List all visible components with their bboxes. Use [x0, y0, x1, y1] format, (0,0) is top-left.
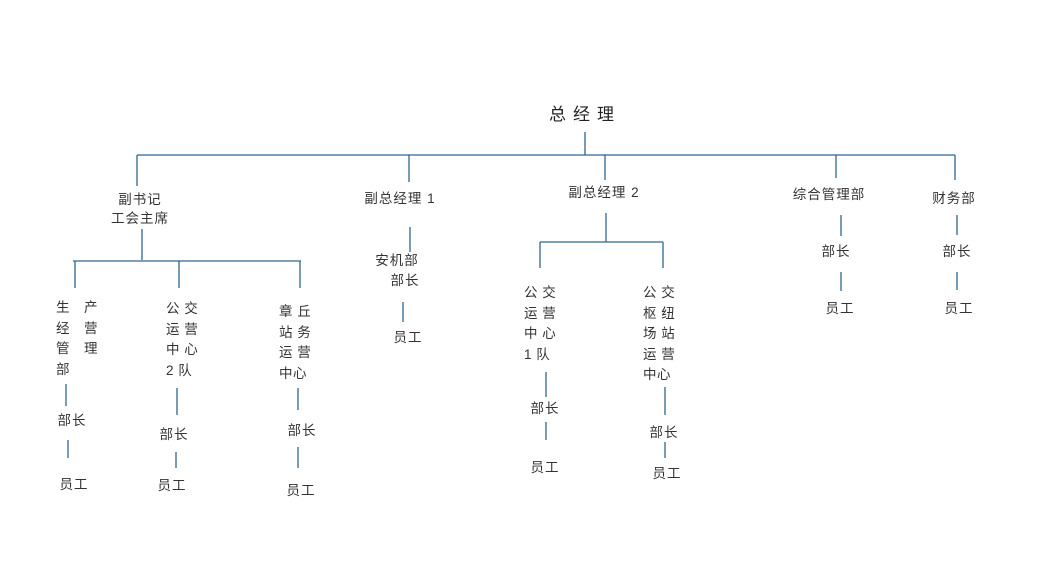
bus-team2-chief: 部长: [159, 427, 189, 442]
bus-team1-chief: 部长: [530, 401, 560, 416]
deputy-gm1-branch-connectors: [402, 227, 411, 322]
safety-machinery-staff: 员工: [393, 330, 423, 345]
bus-team2-staff: 员工: [157, 478, 187, 493]
node-safety-machinery-dept: 安机部: [375, 253, 419, 268]
deputy-secretary-branch-connectors: [65, 229, 301, 468]
node-deputy-secretary-union-chairman: 副书记 工会主席: [111, 192, 169, 226]
node-deputy-general-manager-1: 副总经理 1: [364, 191, 436, 206]
bus-hub-chief: 部长: [649, 425, 679, 440]
zhangqiu-center-staff: 员工: [286, 483, 316, 498]
bus-hub-staff: 员工: [652, 466, 682, 481]
zhangqiu-center-chief: 部长: [287, 423, 317, 438]
node-zhangqiu-station-operation-center: 章 丘 站 务 运 营 中心: [279, 304, 312, 381]
node-deputy-general-manager-2: 副总经理 2: [568, 185, 640, 200]
production-dept-chief: 部长: [57, 413, 87, 428]
general-management-staff: 员工: [825, 301, 855, 316]
production-dept-staff: 员工: [59, 477, 89, 492]
root-connectors: [136, 132, 956, 186]
node-bus-hub-station-operation-center: 公 交 枢 纽 场 站 运 营 中心: [643, 285, 676, 382]
node-finance-dept: 财务部: [932, 191, 976, 206]
node-bus-operation-center-team-2: 公 交 运 营 中 心 2 队: [166, 301, 199, 378]
deputy-gm2-branch-connectors: [539, 213, 666, 458]
node-production-operation-management-dept: 生 产 经 营 管 理 部: [56, 300, 98, 377]
finance-staff: 员工: [944, 301, 974, 316]
bus-team1-staff: 员工: [530, 460, 560, 475]
node-general-manager: 总经理: [549, 105, 621, 124]
general-management-chief: 部长: [821, 244, 851, 259]
safety-machinery-chief: 部长: [390, 273, 420, 288]
finance-chief: 部长: [942, 244, 972, 259]
node-bus-operation-center-team-1: 公 交 运 营 中 心 1 队: [524, 285, 557, 362]
node-general-management-dept: 综合管理部: [792, 187, 866, 202]
